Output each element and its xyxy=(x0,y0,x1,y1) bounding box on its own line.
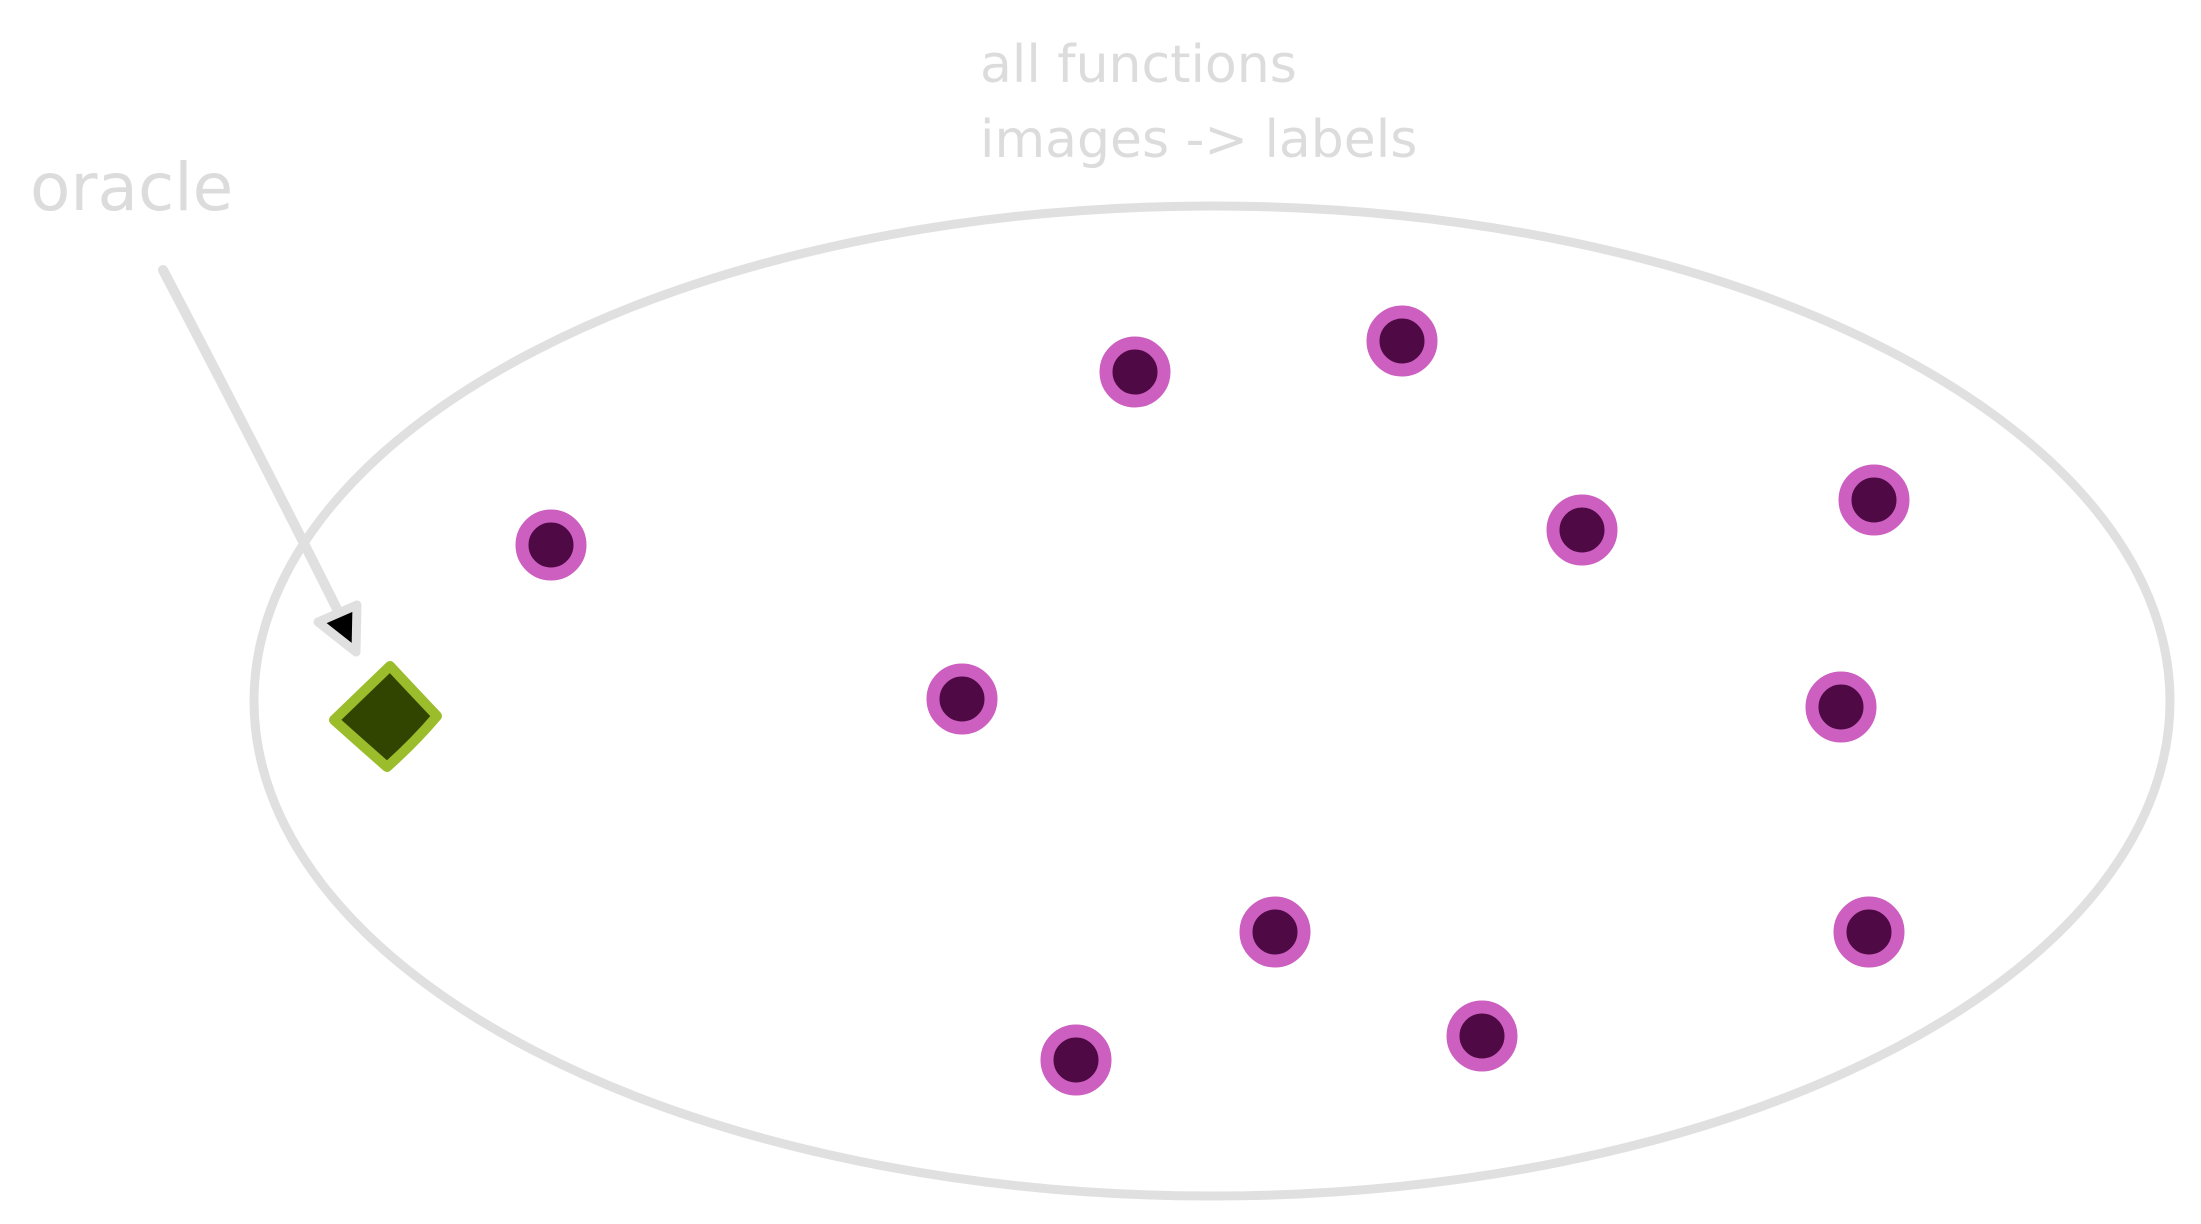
set-label-line2: images -> labels xyxy=(980,110,1417,170)
function-point-4 xyxy=(1546,494,1618,566)
oracle-arrowhead xyxy=(313,600,362,657)
function-point-9 xyxy=(1833,896,1905,968)
oracle-diamond-marker xyxy=(329,661,442,772)
function-point-8 xyxy=(1239,896,1311,968)
function-point-2 xyxy=(1099,336,1171,408)
function-point-10 xyxy=(1446,1000,1518,1072)
oracle-arrow-shaft xyxy=(158,265,345,620)
oracle-arrow xyxy=(158,265,362,657)
oracle-label: oracle xyxy=(30,149,233,226)
function-point-7 xyxy=(1805,671,1877,743)
function-point-6 xyxy=(926,663,998,735)
function-point-11 xyxy=(1040,1024,1112,1096)
function-set-ellipse xyxy=(249,201,2175,1201)
set-label-line1: all functions xyxy=(980,35,1297,95)
function-point-5 xyxy=(1838,464,1910,536)
function-points xyxy=(515,305,1910,1096)
function-point-3 xyxy=(1366,305,1438,377)
function-point-1 xyxy=(515,509,587,581)
